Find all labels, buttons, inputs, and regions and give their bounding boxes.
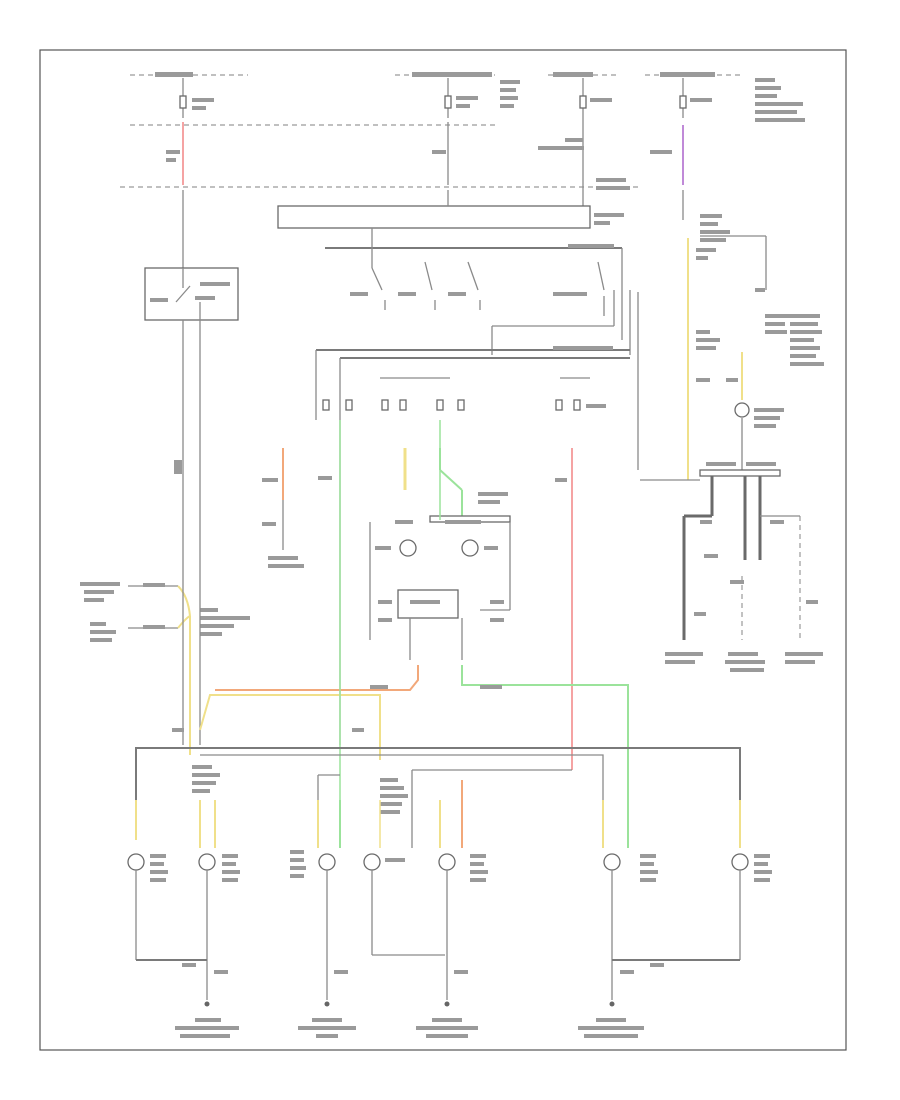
rear-connector xyxy=(699,469,781,477)
ground-points-right xyxy=(665,652,823,672)
fuse-left xyxy=(179,78,214,118)
fuse-right-b xyxy=(679,78,805,122)
lamp-right-rear-turn xyxy=(438,800,488,1000)
lamp-left-rear-turn xyxy=(602,800,658,1000)
multifunction-switch xyxy=(350,248,615,355)
diagram-frame xyxy=(39,49,847,1051)
power-rails xyxy=(120,72,740,188)
lamp-right-front-park xyxy=(127,800,168,960)
lamp-left-front-park xyxy=(363,800,445,956)
lower-bus xyxy=(135,747,741,845)
lamp-right-front-turn xyxy=(198,800,240,1000)
lamp-left-front-turn xyxy=(290,800,341,1000)
fuse-right-a xyxy=(538,78,612,160)
trailer-connectors xyxy=(80,582,250,642)
fuse-center xyxy=(444,78,520,118)
lamp-left-rear-park xyxy=(731,800,772,960)
ground-points-bottom xyxy=(175,1001,644,1038)
wire-green-cross xyxy=(461,665,629,845)
main-connector-bar xyxy=(277,205,591,229)
turn-indicator-module xyxy=(369,515,511,660)
headlamp-switch xyxy=(144,267,239,321)
hazard-switch xyxy=(322,377,606,411)
high-mount-lamp xyxy=(734,402,784,428)
wire-orange-cross xyxy=(215,665,419,691)
wire-yellow-cross xyxy=(199,694,381,760)
